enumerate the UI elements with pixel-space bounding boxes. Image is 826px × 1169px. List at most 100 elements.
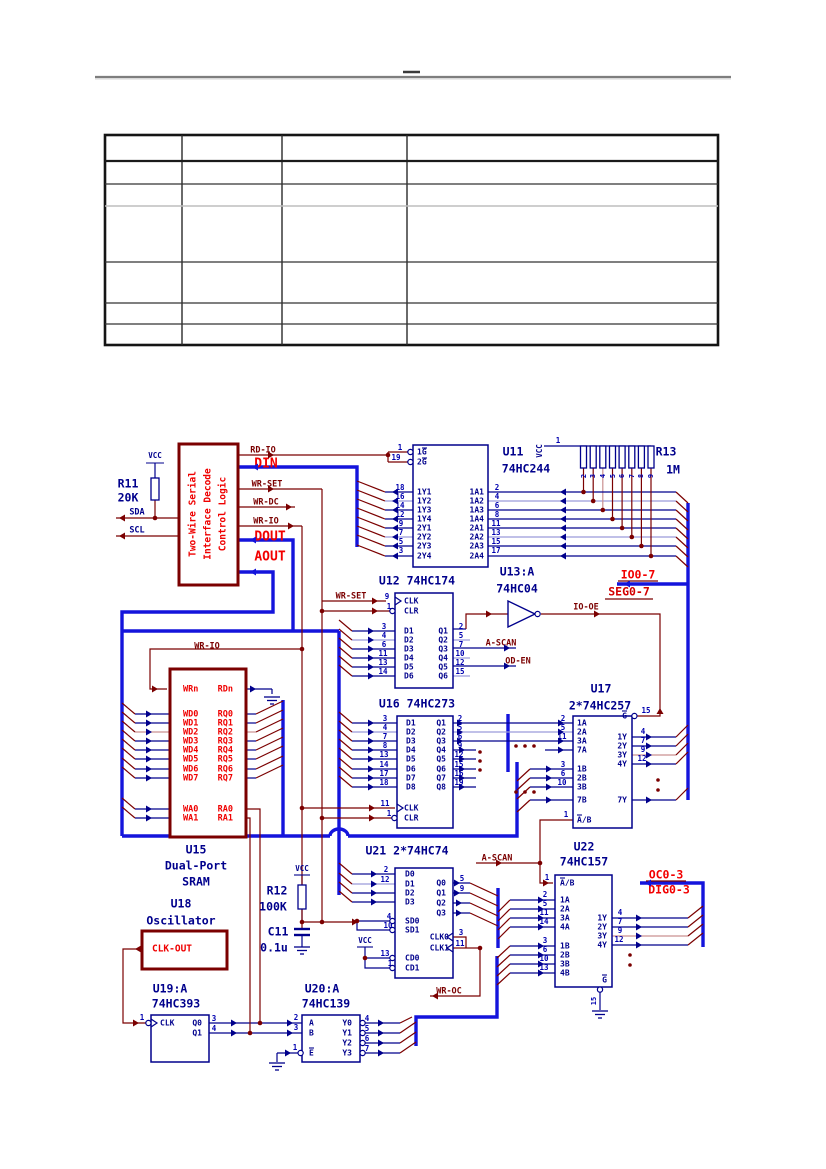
- junction-dot: [319, 815, 325, 821]
- label: 2: [495, 483, 500, 492]
- resistor-symbol: [589, 445, 597, 469]
- label: 1: [140, 1013, 145, 1022]
- junction-dot: [590, 498, 596, 504]
- label: SD0: [405, 917, 420, 926]
- arrow-icon: [392, 533, 398, 541]
- label: WR-SET: [336, 592, 367, 602]
- label: 3B: [577, 783, 587, 792]
- label: Q1: [436, 889, 446, 898]
- arrow-icon: [135, 945, 141, 953]
- label: U19:A: [153, 982, 188, 996]
- label: 15: [491, 537, 500, 546]
- label: WR-IO: [253, 517, 279, 527]
- arrow-icon: [624, 580, 630, 588]
- arrow-icon: [252, 463, 258, 471]
- label: D1: [404, 627, 414, 636]
- label: RD-IO: [250, 446, 276, 456]
- inversion-bubble-icon: [407, 458, 414, 466]
- label: 1A1: [470, 488, 485, 497]
- ellipsis-dot: [514, 744, 518, 748]
- label: 10: [557, 778, 567, 787]
- label: WD1: [183, 719, 198, 729]
- label: 9: [460, 884, 465, 893]
- label: Q3: [436, 737, 446, 746]
- label: G: [622, 712, 627, 721]
- label: 3Y: [617, 751, 627, 760]
- label: 5: [458, 723, 463, 732]
- inversion-bubble-icon: [534, 610, 541, 618]
- label: 13: [491, 528, 501, 537]
- label: 2B: [577, 774, 587, 783]
- label: CD0: [405, 954, 420, 963]
- junction-dot: [629, 534, 635, 540]
- label: WD4: [183, 746, 198, 756]
- ellipsis-dot: [523, 744, 527, 748]
- arrow-icon: [594, 610, 600, 618]
- label: 3A: [577, 737, 587, 746]
- label: Q4: [438, 654, 448, 663]
- label: 13: [380, 949, 390, 958]
- label: D1: [405, 880, 415, 889]
- label: 6: [543, 945, 548, 954]
- junction-dot: [477, 945, 483, 951]
- label: 11: [455, 939, 465, 948]
- label: 3: [589, 474, 597, 478]
- label: SD1: [405, 926, 420, 935]
- chip-u16-74hc273: [396, 715, 454, 829]
- label: Q7: [436, 774, 446, 783]
- label: 7: [383, 732, 388, 741]
- label: 2Y3: [417, 542, 432, 551]
- arrow-icon: [456, 909, 462, 917]
- inversion-bubble-icon: [391, 814, 398, 822]
- arrow-icon: [371, 880, 377, 888]
- resistor-symbol: [628, 445, 636, 469]
- label: RQ2: [218, 728, 233, 738]
- label: 18: [395, 483, 405, 492]
- label: 4Y: [617, 760, 627, 769]
- label: 4: [212, 1024, 217, 1033]
- arrow-icon: [146, 710, 152, 718]
- arrow-icon: [560, 533, 566, 541]
- label: 4B: [560, 969, 570, 978]
- label: 7Y: [617, 796, 627, 805]
- label: SEG0-7: [608, 585, 650, 599]
- inversion-bubble-icon: [389, 917, 396, 925]
- label: D6: [404, 672, 414, 681]
- label: 12: [637, 754, 646, 763]
- arrow-icon: [457, 728, 463, 736]
- label: 12: [380, 875, 389, 884]
- label: DIG0-3: [648, 883, 690, 897]
- label: D8: [406, 783, 416, 792]
- label: 1B: [577, 765, 587, 774]
- label: 10: [539, 954, 549, 963]
- label: R13: [656, 445, 677, 459]
- arrow-icon: [369, 814, 375, 822]
- label: WD7: [183, 774, 198, 784]
- arrow-icon: [538, 942, 544, 950]
- label: 13: [539, 963, 549, 972]
- wire-arrows: [119, 451, 664, 1057]
- arrow-icon: [152, 685, 158, 693]
- inversion-bubble-icon: [389, 926, 396, 934]
- inversion-bubble-icon: [359, 1019, 366, 1027]
- label: Q8: [436, 783, 446, 792]
- label: 20K: [118, 491, 139, 505]
- label: 5: [399, 537, 404, 546]
- label: D3: [405, 898, 415, 907]
- arrow-icon: [378, 1019, 384, 1027]
- label: 1B: [560, 942, 570, 951]
- arrow-icon: [432, 992, 438, 1000]
- label: CLK: [404, 597, 419, 606]
- label: 4: [495, 492, 500, 501]
- arrow-icon: [286, 503, 292, 511]
- label: 7A: [577, 746, 587, 755]
- ellipsis-dot: [478, 768, 482, 772]
- clock-icon: [445, 932, 454, 942]
- label: 9: [641, 745, 646, 754]
- label: 2: [543, 890, 548, 899]
- label: Interface Decode: [203, 468, 214, 560]
- label: DIN: [254, 457, 278, 472]
- arrow-icon: [287, 1029, 293, 1037]
- label: 2Y1: [417, 524, 432, 533]
- label: 12: [614, 935, 623, 944]
